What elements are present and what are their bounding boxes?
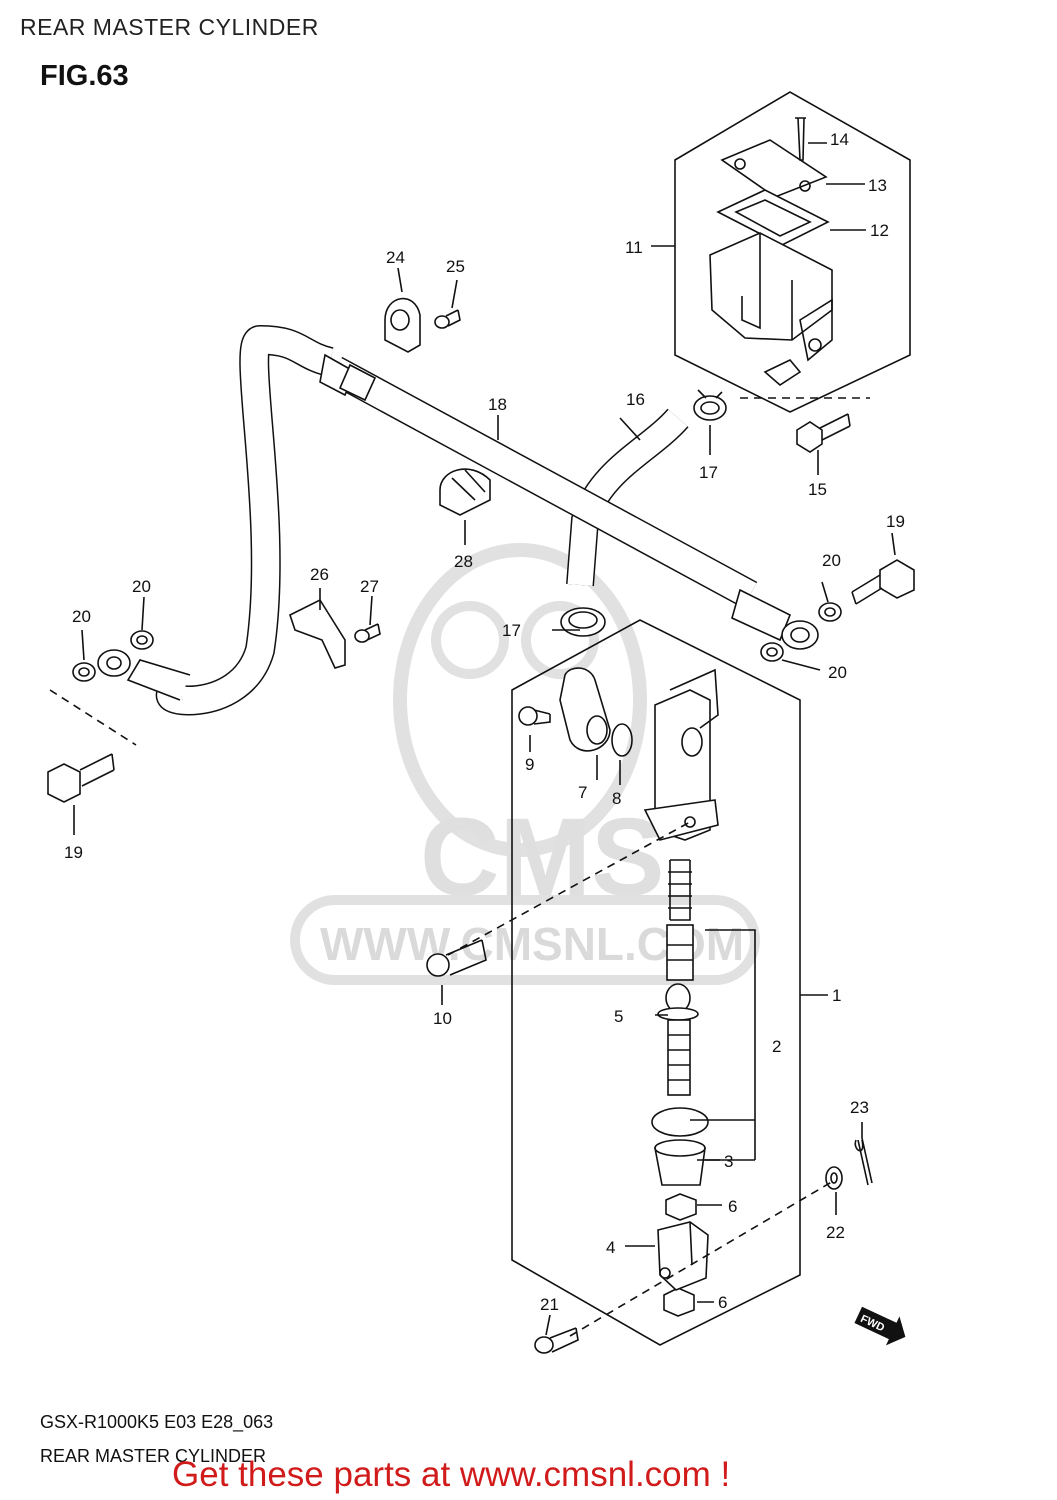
figure-label: FIG.63: [40, 60, 129, 92]
bracket-26: [289, 598, 346, 669]
page-title: REAR MASTER CYLINDER: [20, 14, 319, 40]
callout-12: 12: [870, 221, 889, 240]
callout-28: 28: [454, 552, 473, 571]
callout-6-upper: 6: [728, 1197, 737, 1216]
callout-16: 16: [626, 390, 645, 409]
callout-10: 10: [433, 1009, 452, 1028]
circlip: [651, 1107, 709, 1137]
callout-4: 4: [606, 1238, 615, 1257]
callout-1: 1: [832, 986, 841, 1005]
callout-18: 18: [488, 395, 507, 414]
cotter-pin-23: [854, 1137, 873, 1186]
callout-14: 14: [830, 130, 849, 149]
o-ring-8: [611, 723, 633, 757]
callout-15: 15: [808, 480, 827, 499]
callout-20-right-lower: 20: [828, 663, 847, 682]
nut-6-lower: [663, 1287, 695, 1317]
callout-13: 13: [868, 176, 887, 195]
callout-9: 9: [525, 755, 534, 774]
piston: [666, 924, 694, 981]
callout-20-left-lower: 20: [72, 607, 91, 626]
callout-26: 26: [310, 565, 329, 584]
reservoir-body: [709, 232, 833, 341]
bolt-15: [796, 413, 851, 453]
callout-20-right-upper: 20: [822, 551, 841, 570]
callout-24: 24: [386, 248, 405, 267]
boot-3: [654, 1139, 706, 1186]
screw-9: [518, 706, 551, 726]
screw-14: [795, 117, 806, 161]
model-code: GSX-R1000K5 E03 E28_063: [40, 1412, 274, 1432]
callout-17-upper: 17: [699, 463, 718, 482]
washer-22: [825, 1166, 843, 1190]
union-7: [559, 667, 611, 752]
reservoir-cap: [720, 139, 828, 198]
union-bolt-19-right: [851, 559, 915, 605]
callout-numbers: 1 2 3 4 5 6 6 7 8 9 10 11 12 13 14 15 16…: [64, 130, 905, 1314]
washer-20-right-lower: [760, 642, 784, 662]
diagram-name: REAR MASTER CYLINDER: [40, 1446, 267, 1466]
callout-19-right: 19: [886, 512, 905, 531]
callout-25: 25: [446, 257, 465, 276]
callout-27: 27: [360, 577, 379, 596]
callout-8: 8: [612, 789, 621, 808]
piston-spring: [668, 859, 692, 921]
callout-2: 2: [772, 1037, 781, 1056]
push-rod-5: [657, 983, 699, 1096]
clevis-4: [657, 1221, 709, 1291]
callout-6-lower: 6: [718, 1293, 727, 1312]
master-cylinder-group-frame: [511, 619, 801, 1346]
callout-5: 5: [614, 1007, 623, 1026]
callout-21: 21: [540, 1295, 559, 1314]
buy-parts-link[interactable]: Get these parts at www.cmsnl.com !: [172, 1455, 731, 1494]
bolt-25: [434, 309, 461, 329]
reservoir-group-frame: [674, 91, 911, 413]
master-cylinder-body: [643, 668, 719, 841]
fwd-arrow-icon: FWD: [854, 1306, 906, 1346]
callout-11: 11: [625, 238, 643, 257]
washer-20-right-upper: [818, 602, 842, 622]
bolt-27: [354, 623, 381, 643]
callout-17-lower: 17: [502, 621, 521, 640]
washer-20-left-lower: [72, 662, 96, 682]
clevis-pin-21: [534, 1327, 579, 1354]
callout-7: 7: [578, 783, 587, 802]
clamp-24: [384, 297, 421, 353]
callout-22: 22: [826, 1223, 845, 1242]
union-bolt-19-left: [47, 753, 115, 803]
nut-6-upper: [665, 1193, 697, 1221]
reservoir-diaphragm: [716, 189, 830, 246]
washer-20-left-upper: [130, 630, 154, 650]
callout-19-left: 19: [64, 843, 83, 862]
hose-guide-28: [439, 468, 491, 516]
callout-20-left-upper: 20: [132, 577, 151, 596]
hose-clip-17-upper: [693, 389, 727, 421]
callout-23: 23: [850, 1098, 869, 1117]
hose-clip-17-lower: [560, 607, 606, 637]
callout-3: 3: [724, 1152, 733, 1171]
